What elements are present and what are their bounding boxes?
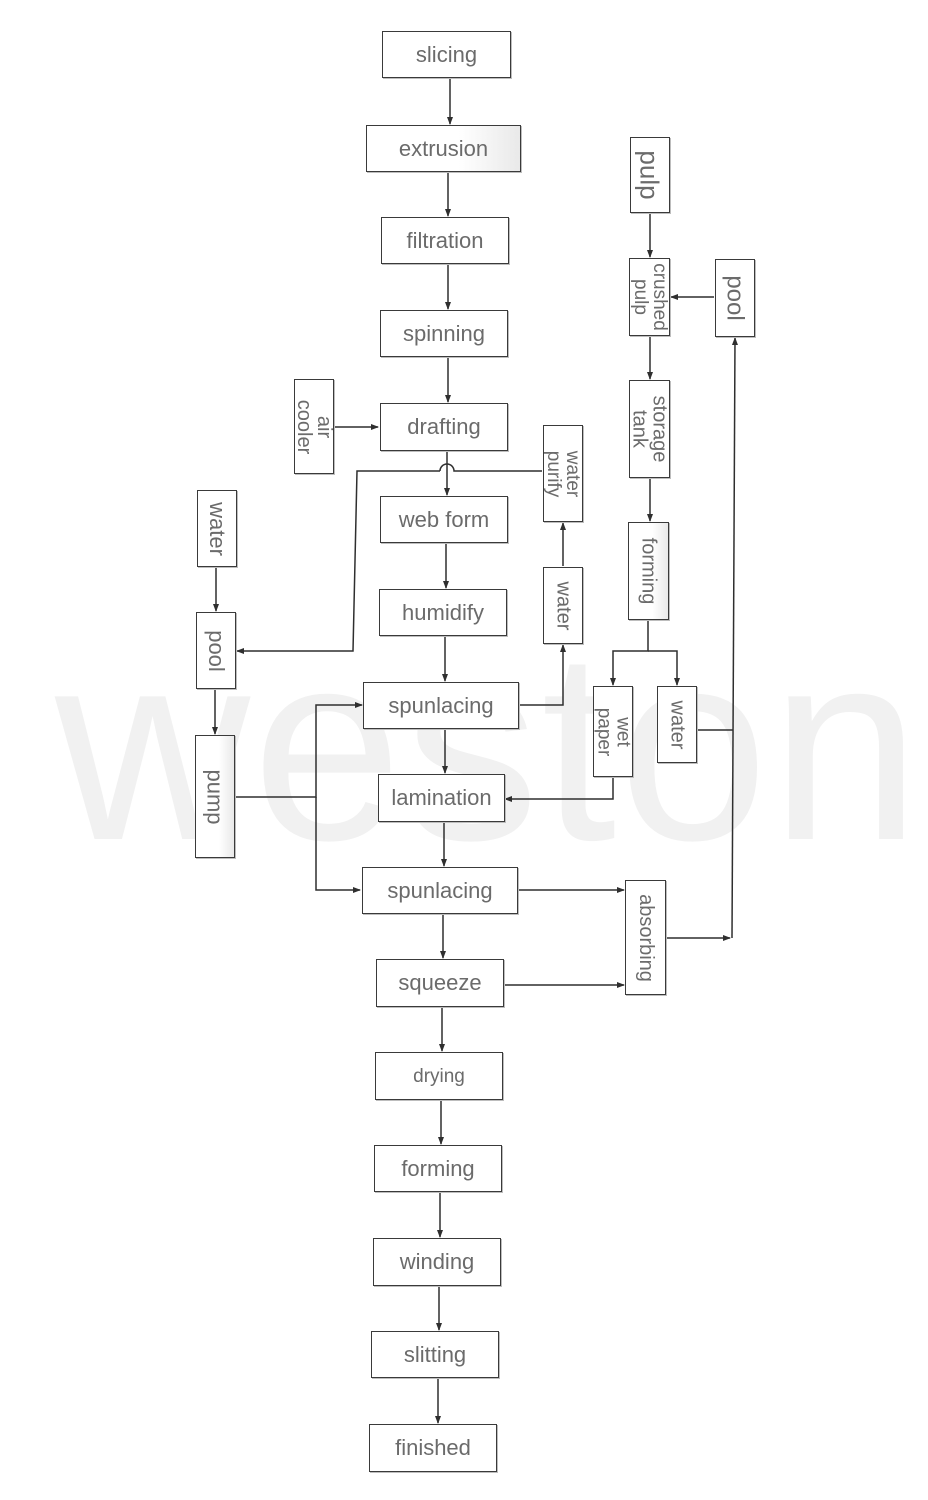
node-label: absorbing	[634, 893, 657, 982]
step-label: slicing	[415, 41, 478, 67]
step-spunlacing-1: spunlacing	[363, 682, 519, 729]
arrow-pump-spunlacing-2	[315, 797, 361, 893]
step-extrusion: extrusion	[366, 125, 521, 172]
step-squeeze: squeeze	[376, 959, 504, 1007]
step-spunlacing-2: spunlacing	[362, 867, 518, 914]
node-label: water	[666, 700, 688, 749]
node-pump: pump	[195, 735, 235, 858]
step-label: winding	[399, 1249, 475, 1274]
node-pool-right: pool	[715, 259, 755, 337]
node-label: pulp	[635, 150, 665, 200]
node-label: crushed pulp	[629, 263, 670, 331]
node-label: wet paper	[593, 707, 634, 756]
step-web-form: web form	[380, 496, 508, 543]
arrow-spunlacing-water	[519, 644, 566, 706]
step-finished: finished	[369, 1424, 497, 1472]
arrow-pump-spunlacing-1	[235, 702, 363, 798]
node-air-cooler: air cooler	[293, 379, 336, 474]
step-label: forming	[401, 1155, 475, 1181]
node-water-right: water	[657, 686, 697, 763]
node-storage-tank: storage tank	[628, 380, 671, 478]
step-drying: drying	[375, 1052, 503, 1100]
node-label: storage tank	[628, 395, 671, 463]
node-water-purify: water purify	[543, 425, 583, 522]
step-label: filtration	[406, 227, 484, 253]
arrow-forming-wetpaper	[610, 620, 649, 686]
line-crossover-hump	[439, 463, 542, 472]
node-crushed-pulp: crushed pulp	[629, 258, 670, 336]
step-label: spinning	[403, 320, 485, 346]
node-label: pump	[203, 768, 229, 825]
node-label: water	[552, 581, 574, 630]
node-pool-left: pool	[196, 612, 236, 689]
step-filtration: filtration	[381, 217, 509, 264]
node-label: water purify	[543, 450, 583, 497]
node-pulp: pulp	[630, 137, 670, 213]
step-forming: forming	[374, 1145, 502, 1192]
step-label: slitting	[403, 1341, 467, 1367]
node-water-loop: water	[543, 567, 583, 644]
step-label: spunlacing	[388, 692, 494, 718]
node-label: forming	[637, 537, 660, 605]
step-label: finished	[395, 1435, 471, 1460]
node-pulp-forming: forming	[628, 522, 669, 620]
node-label: pool	[722, 275, 749, 321]
node-label: water	[205, 501, 231, 556]
node-water-left: water	[197, 490, 237, 567]
step-label: humidify	[402, 599, 484, 625]
arrow-wetpaper-lamination	[504, 777, 614, 802]
step-slitting: slitting	[371, 1331, 499, 1378]
node-label: pool	[204, 629, 229, 672]
step-label: spunlacing	[387, 877, 493, 903]
node-label: air cooler	[293, 399, 336, 454]
step-winding: winding	[373, 1238, 501, 1286]
arrow-return-to-pool	[236, 470, 440, 654]
step-spinning: spinning	[380, 310, 508, 357]
step-label: lamination	[391, 785, 492, 810]
step-slicing: slicing	[382, 31, 511, 78]
arrow-return-pool	[731, 337, 738, 939]
step-label: web form	[398, 506, 490, 532]
step-label: squeeze	[398, 970, 482, 995]
step-lamination: lamination	[378, 774, 505, 822]
step-humidify: humidify	[379, 589, 507, 636]
step-label: drying	[413, 1065, 465, 1087]
step-label: extrusion	[398, 135, 489, 161]
step-label: drafting	[407, 414, 481, 439]
arrow-forming-water	[648, 650, 680, 686]
node-wet-paper: wet paper	[593, 686, 633, 777]
node-absorbing: absorbing	[625, 880, 666, 995]
step-drafting: drafting	[380, 403, 508, 451]
